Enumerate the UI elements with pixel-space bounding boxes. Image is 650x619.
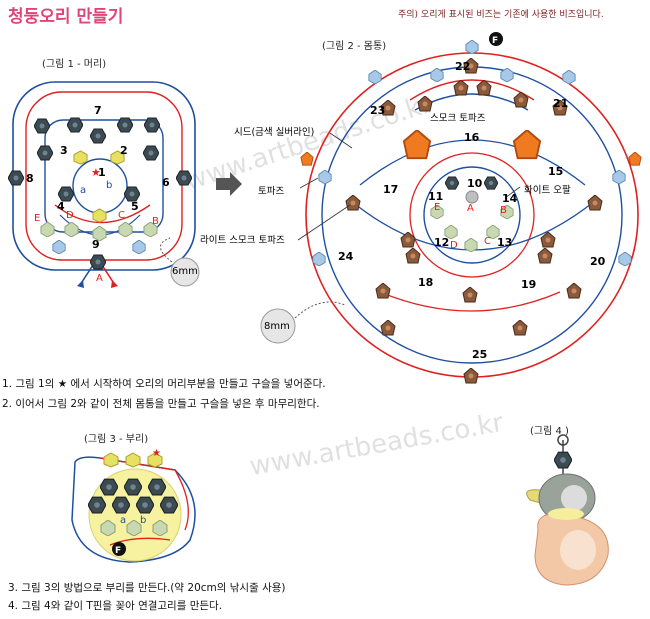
callout-white-opal: 화이트 오팔 bbox=[524, 185, 571, 196]
bead-8mm-label: 8mm bbox=[264, 321, 290, 332]
fig2-label-12: 12 bbox=[434, 236, 450, 249]
svg-text:F: F bbox=[115, 546, 121, 556]
fig2-label-22: 22 bbox=[455, 60, 471, 73]
fig1-label-5: 5 bbox=[131, 200, 139, 213]
fig2-label-13: 13 bbox=[497, 236, 513, 249]
fig2-caption: (그림 2 - 몸통) bbox=[322, 41, 387, 52]
figure2-body: F bbox=[300, 32, 642, 384]
callout-topaz: 토파즈 bbox=[258, 186, 285, 197]
fig1-label-9: 9 bbox=[92, 238, 100, 251]
instruction-step-3: 3. 그림 3의 방법으로 부리를 만든다.(약 20cm의 낚시줄 사용) bbox=[8, 582, 286, 594]
fig3-small-a: a bbox=[120, 515, 127, 526]
fig1-label-7: 7 bbox=[94, 104, 102, 117]
callout-seed-silver: 시드(금색 실버라인) bbox=[234, 127, 315, 138]
figure3-beak: ★ F bbox=[71, 448, 196, 563]
fig2-label-25: 25 bbox=[472, 348, 488, 361]
fig2-label-11: 11 bbox=[428, 190, 444, 203]
fig2-letter-B: B bbox=[500, 205, 507, 216]
fig2-letter-E: E bbox=[434, 202, 441, 213]
instruction-step-2: 2. 이어서 그림 2와 같이 전체 몸통을 만들고 구슬을 넣은 후 마무리한… bbox=[2, 398, 320, 410]
fig1-label-1: 1 bbox=[98, 166, 106, 179]
callout-light-smoke-topaz: 라이트 스모크 토파즈 bbox=[200, 235, 285, 246]
fig1-letter-D: D bbox=[66, 210, 74, 221]
bead-6mm-label: 6mm bbox=[172, 266, 198, 277]
fig2-label-21: 21 bbox=[553, 97, 569, 110]
fig1-small-a: a bbox=[80, 185, 87, 196]
fig2-label-18: 18 bbox=[418, 276, 434, 289]
fig2-label-17: 17 bbox=[383, 183, 399, 196]
figure1-head: ★ bbox=[8, 81, 196, 288]
start-star-icon-2: ★ bbox=[152, 448, 161, 459]
fig1-caption: (그림 1 - 머리) bbox=[42, 59, 107, 70]
fig2-label-16: 16 bbox=[464, 131, 480, 144]
fig2-letter-A: A bbox=[467, 203, 474, 214]
fig1-letter-E: E bbox=[34, 213, 41, 224]
fig2-label-10: 10 bbox=[467, 177, 483, 190]
note-text: 주의) 오리게 표시된 비즈는 기존에 사용한 비즈입니다. bbox=[398, 10, 604, 20]
fig1-label-4: 4 bbox=[57, 200, 65, 213]
start-star-icon: ★ bbox=[91, 166, 101, 179]
svg-text:F: F bbox=[492, 36, 498, 46]
fig2-label-14: 14 bbox=[502, 192, 518, 205]
fig1-small-b: b bbox=[106, 180, 113, 191]
fig1-label-6: 6 bbox=[162, 176, 170, 189]
fig1-letter-B: B bbox=[152, 216, 159, 227]
fig1-letter-A: A bbox=[96, 273, 103, 284]
instruction-step-1: 1. 그림 1의 ★ 에서 시작하여 오리의 머리부분을 만들고 구슬을 넣어준… bbox=[2, 378, 326, 390]
figure4-duck bbox=[526, 434, 609, 586]
fig1-letter-C: C bbox=[118, 210, 125, 221]
fig2-label-19: 19 bbox=[521, 278, 537, 291]
fig2-letter-C: C bbox=[484, 236, 491, 247]
fig1-label-2: 2 bbox=[120, 144, 128, 157]
fig3-caption: (그림 3 - 부리) bbox=[84, 434, 149, 445]
fig2-label-24: 24 bbox=[338, 250, 354, 263]
fig2-label-23: 23 bbox=[370, 104, 386, 117]
fig1-label-8: 8 bbox=[26, 172, 34, 185]
instruction-step-4: 4. 그림 4와 같이 T핀을 꽂아 연결고리를 만든다. bbox=[8, 600, 223, 612]
fig2-letter-D: D bbox=[450, 240, 458, 251]
fig2-label-15: 15 bbox=[548, 165, 564, 178]
page-title: 청둥오리 만들기 bbox=[8, 7, 124, 27]
fig3-small-b: b bbox=[140, 515, 147, 526]
fig4-caption: (그림 4 ) bbox=[530, 426, 569, 437]
fig2-label-20: 20 bbox=[590, 255, 606, 268]
callout-smoke-topaz: 스모크 토파즈 bbox=[430, 113, 486, 124]
fig1-label-3: 3 bbox=[60, 144, 68, 157]
